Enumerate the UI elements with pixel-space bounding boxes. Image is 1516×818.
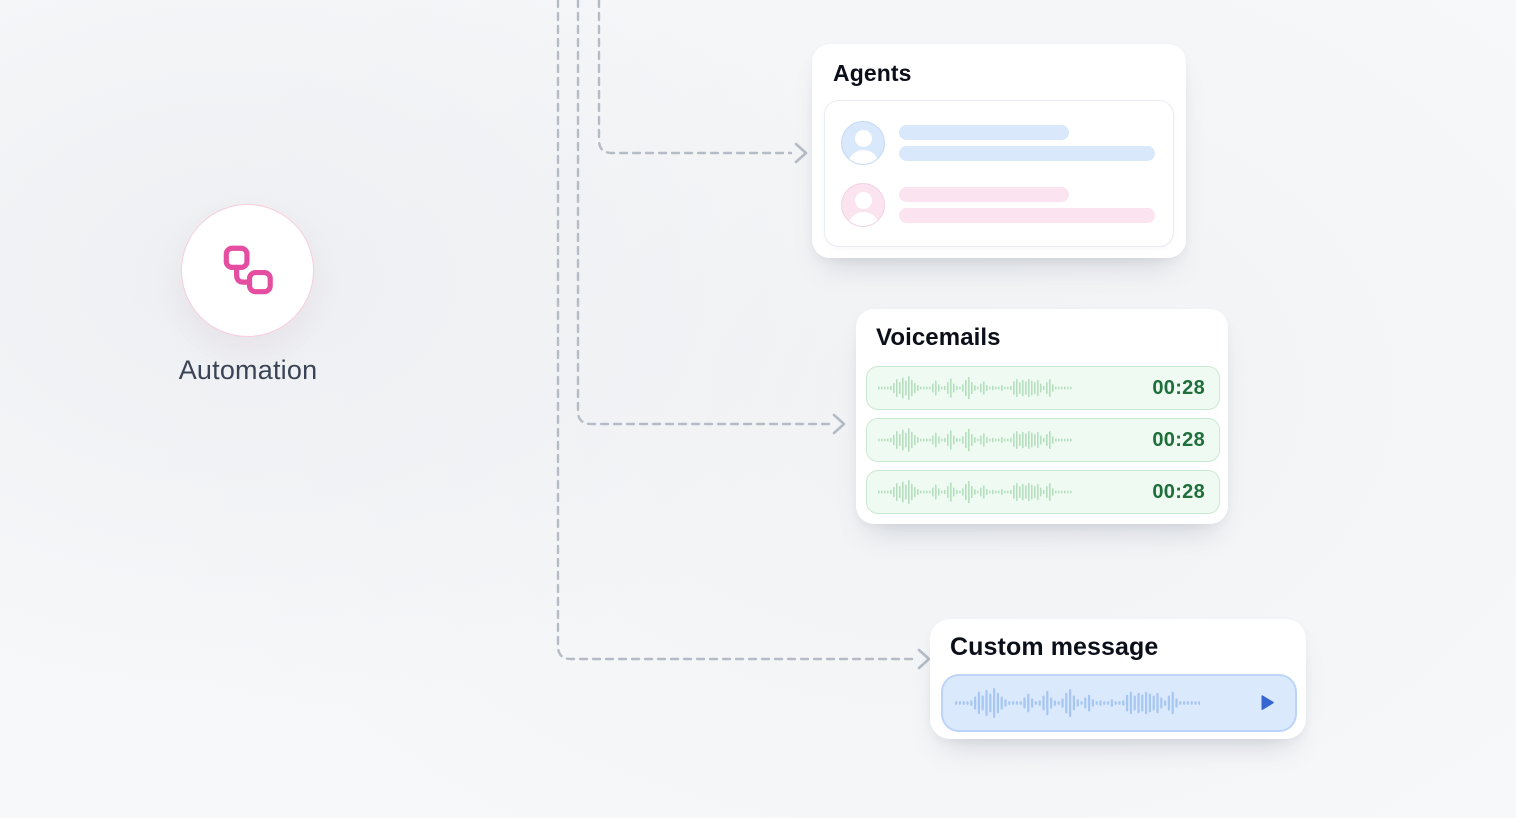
voicemail-item[interactable]: 00:28 xyxy=(866,470,1220,514)
skeleton-bar xyxy=(899,125,1069,140)
connector-to-voicemails xyxy=(576,0,831,426)
agent-row xyxy=(841,121,1159,165)
workflow-icon xyxy=(217,240,279,302)
agents-card: Agents xyxy=(812,44,1186,258)
skeleton-bar xyxy=(899,208,1155,223)
user-avatar xyxy=(841,121,885,165)
waveform-icon xyxy=(878,428,1072,452)
agent-skeleton-text xyxy=(899,187,1155,223)
agents-list-panel xyxy=(824,100,1174,247)
custom-message-player[interactable] xyxy=(941,674,1297,732)
arrow-icon xyxy=(832,413,846,435)
automation-node-label: Automation xyxy=(178,355,318,385)
agents-card-title: Agents xyxy=(833,60,912,86)
user-avatar xyxy=(841,183,885,227)
agent-skeleton-text xyxy=(899,125,1155,161)
voicemail-item[interactable]: 00:28 xyxy=(866,418,1220,462)
voicemail-duration: 00:28 xyxy=(1152,428,1205,451)
voicemails-card-title: Voicemails xyxy=(876,324,1001,351)
custom-message-card: Custom message xyxy=(930,619,1306,739)
connector-to-agents xyxy=(597,0,793,155)
arrow-icon xyxy=(794,142,808,164)
voicemails-card: Voicemails 00:28 00:28 00:28 xyxy=(856,309,1228,524)
voicemail-duration: 00:28 xyxy=(1152,480,1205,503)
skeleton-bar xyxy=(899,187,1069,202)
voicemail-duration: 00:28 xyxy=(1152,376,1205,399)
agent-row xyxy=(841,183,1159,227)
automation-node[interactable] xyxy=(181,204,314,337)
voicemail-item[interactable]: 00:28 xyxy=(866,366,1220,410)
play-icon xyxy=(1261,695,1274,710)
skeleton-bar xyxy=(899,146,1155,161)
waveform-icon xyxy=(878,376,1072,400)
waveform-icon xyxy=(878,480,1072,504)
arrow-icon xyxy=(917,648,931,670)
waveform-icon xyxy=(955,688,1201,718)
play-button[interactable] xyxy=(1251,688,1281,718)
custom-message-card-title: Custom message xyxy=(950,633,1159,661)
